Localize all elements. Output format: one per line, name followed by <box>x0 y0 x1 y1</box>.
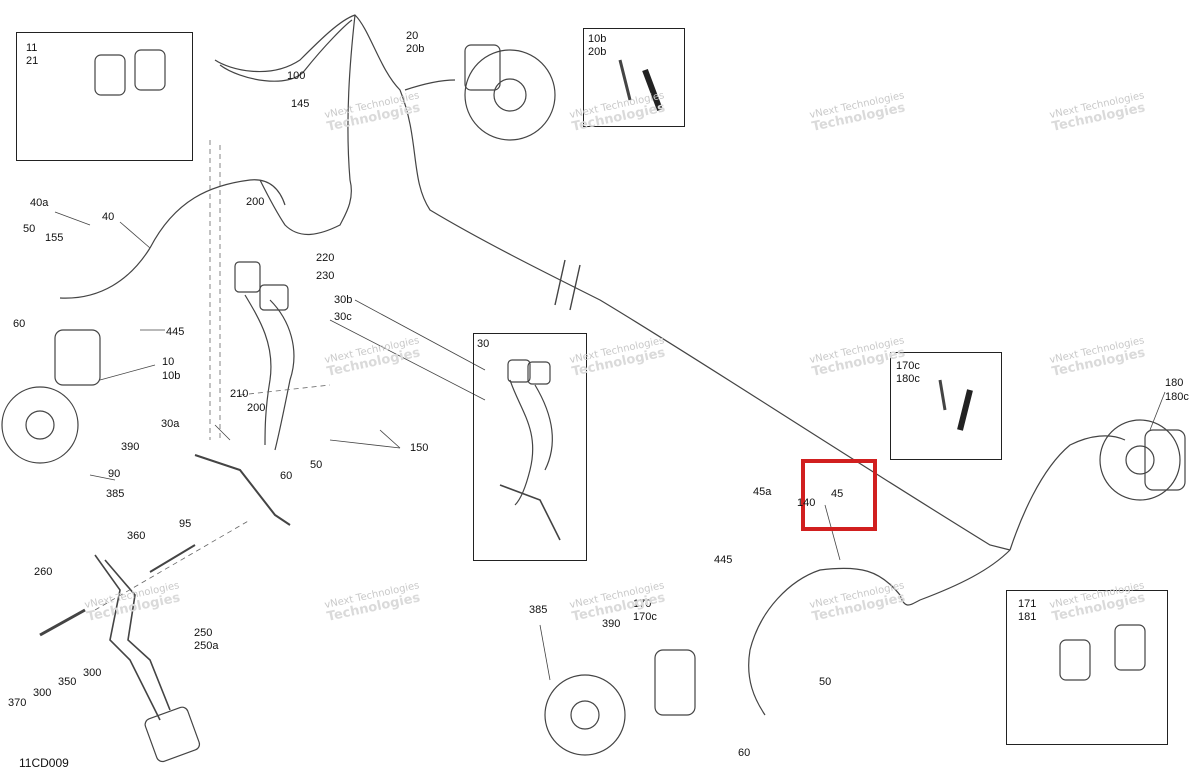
callout: 60 <box>280 470 293 482</box>
callout: 20b <box>406 43 425 55</box>
highlight-box <box>801 459 877 531</box>
callout: 250a <box>194 640 219 652</box>
callout: 100 <box>287 70 306 82</box>
callout: 30b <box>334 294 353 306</box>
callout: 40a <box>30 197 49 209</box>
rear-bleeder-box <box>890 352 1002 460</box>
callout: 200 <box>247 402 266 414</box>
callout: 350 <box>58 676 77 688</box>
callout: 170c <box>633 611 657 623</box>
callout: 180 <box>1165 377 1184 389</box>
callout: 140 <box>797 497 816 509</box>
callout: 385 <box>106 488 125 500</box>
callout: 145 <box>291 98 310 110</box>
callout: 445 <box>714 554 733 566</box>
callout: 40 <box>102 211 115 223</box>
callout: 50 <box>819 676 832 688</box>
callout: 95 <box>179 518 192 530</box>
front-bleeder-box <box>583 28 685 127</box>
callout: 30c <box>334 311 352 323</box>
callout: 300 <box>83 667 102 679</box>
callout: 45 <box>831 488 844 500</box>
front-pads-box <box>16 32 193 161</box>
callout: 30a <box>161 418 180 430</box>
callout: 260 <box>34 566 53 578</box>
callout: 230 <box>316 270 335 282</box>
callout: 170 <box>633 598 652 610</box>
callout: 370 <box>8 697 27 709</box>
callout: 60 <box>738 747 751 759</box>
callout: 360 <box>127 530 146 542</box>
callout: 90 <box>108 468 121 480</box>
callout: 250 <box>194 627 213 639</box>
callout: 50 <box>310 459 323 471</box>
callout: 60 <box>13 318 26 330</box>
callout: 220 <box>316 252 335 264</box>
callout: 50 <box>23 223 36 235</box>
master-cylinder-box <box>473 333 587 561</box>
callout: 180c <box>1165 391 1189 403</box>
callout: 385 <box>529 604 548 616</box>
callout: 300 <box>33 687 52 699</box>
callout: 390 <box>602 618 621 630</box>
callout: 445 <box>166 326 185 338</box>
callout: 390 <box>121 441 140 453</box>
label-master-cylinder: 30 <box>477 338 490 350</box>
callout: 150 <box>410 442 429 454</box>
callout: 155 <box>45 232 64 244</box>
callout: 45a <box>753 486 772 498</box>
callout: 20 <box>406 30 419 42</box>
callout: 10b <box>162 370 181 382</box>
callout: 10 <box>162 356 175 368</box>
diagram-id: 11CD009 <box>19 756 69 770</box>
brake-line-upper <box>214 14 1011 551</box>
rear-pads-box <box>1006 590 1168 745</box>
callout: 200 <box>246 196 265 208</box>
callout: 210 <box>230 388 249 400</box>
brake-line-upper-2 <box>219 19 353 82</box>
